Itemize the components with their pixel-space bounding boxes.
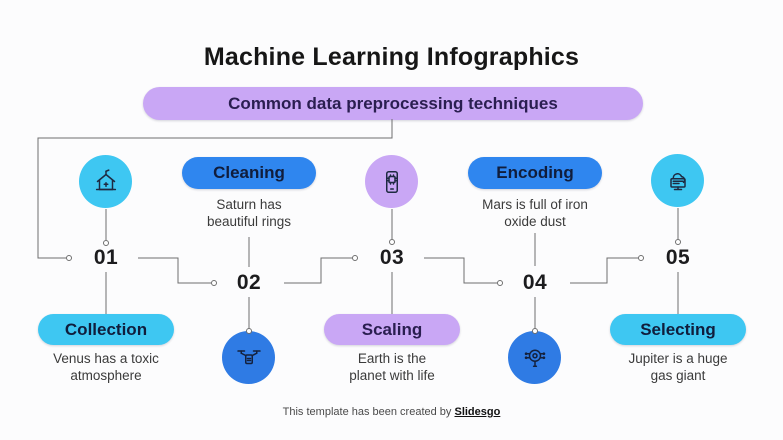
footer-credit: This template has been created by Slides… [0, 406, 783, 418]
step-3-number: 03 [379, 246, 405, 269]
slidesgo-link[interactable]: Slidesgo [454, 406, 501, 418]
step-3-icon-circle [365, 155, 418, 208]
step-4-icon-circle [508, 331, 561, 384]
step-4-description: Mars is full of iron oxide dust [482, 197, 588, 229]
step-3-description: Earth is the planet with life [349, 351, 435, 383]
step-5-label-pill: Selecting [610, 314, 746, 345]
ai-phone-icon [385, 170, 398, 193]
footer-text: This template has been created by [282, 406, 452, 418]
smart-home-icon [95, 168, 116, 190]
step-5-description: Jupiter is a huge gas giant [628, 351, 728, 383]
page-title: Machine Learning Infographics [203, 43, 580, 71]
step-2-label-pill: Cleaning [182, 157, 316, 189]
step-4-number: 04 [522, 271, 548, 294]
step-5-icon-circle [651, 154, 704, 207]
step-4-label-pill: Encoding [468, 157, 602, 189]
step-1-icon-circle [79, 155, 132, 208]
subtitle-pill: Common data preprocessing techniques [143, 87, 643, 120]
step-2-number: 02 [236, 271, 262, 294]
step-3-label-pill: Scaling [324, 314, 460, 345]
step-2-icon-circle [222, 331, 275, 384]
step-5-number: 05 [665, 246, 691, 269]
step-2-description: Saturn has beautiful rings [206, 197, 292, 229]
drone-icon [236, 349, 261, 364]
step-1-label-pill: Collection [38, 314, 174, 345]
cloud-computer-icon [669, 172, 686, 190]
step-1-number: 01 [93, 246, 119, 269]
search-gear-icon [524, 348, 545, 367]
step-1-description: Venus has a toxic atmosphere [53, 351, 159, 383]
